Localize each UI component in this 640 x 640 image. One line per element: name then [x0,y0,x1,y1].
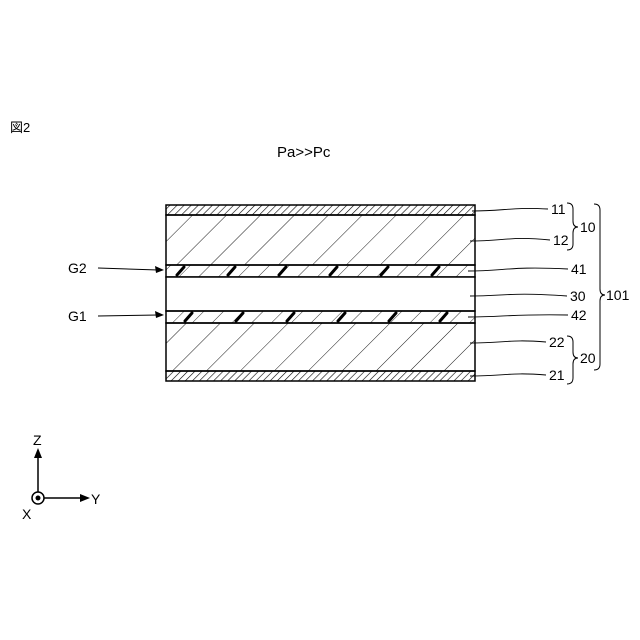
layer-22 [166,323,475,371]
label-42: 42 [571,307,587,323]
gap-label-g2: G2 [68,260,87,276]
layer-11 [166,205,475,215]
axis-label-x: X [22,506,32,522]
label-21: 21 [549,367,565,383]
group-label-20: 20 [580,350,596,366]
brace-20 [567,336,578,384]
label-41: 41 [571,261,587,277]
layer-30 [166,277,475,311]
axis-y [38,494,90,502]
axis-x-out-of-plane [32,492,44,504]
brace-10 [567,203,578,250]
label-12: 12 [553,232,569,248]
gap-arrow-g1 [98,311,164,318]
label-11: 11 [551,201,566,217]
group-label-10: 10 [580,219,596,235]
layer-12 [166,215,475,265]
label-22: 22 [549,334,565,350]
layer-42 [166,311,475,323]
layer-41 [166,265,475,277]
axis-label-y: Y [91,491,101,507]
axis-label-z: Z [33,432,42,448]
brace-101 [594,204,605,370]
gap-arrow-g2 [98,266,164,273]
gap-label-g1: G1 [68,308,87,324]
axis-z [34,448,42,498]
layer-21 [166,371,475,381]
label-30: 30 [570,288,586,304]
group-label-101: 101 [606,287,630,303]
